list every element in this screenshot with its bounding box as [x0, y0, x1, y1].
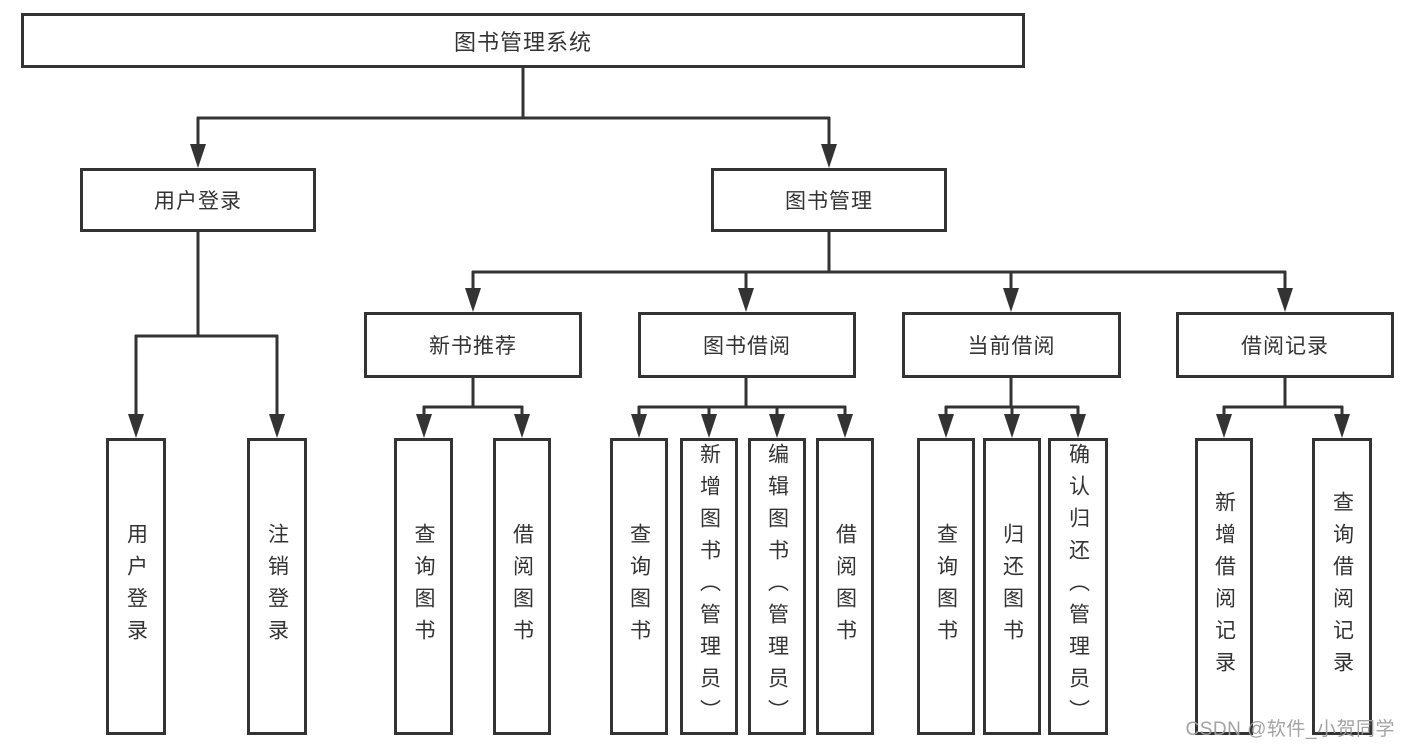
leaf-return-book-label: 归还图书 [1000, 522, 1024, 651]
node-user-login: 用户登录 [80, 168, 316, 232]
node-user-login-label: 用户登录 [154, 190, 242, 213]
leaf-add-borrow-record: 新增借阅记录 [1195, 438, 1253, 735]
leaf-query-book-recommend: 查询图书 [394, 438, 453, 735]
leaf-confirm-return-admin: 确认归还（管理员） [1048, 438, 1108, 735]
leaf-query-book-current-label: 查询图书 [934, 522, 958, 651]
node-book-borrow-label: 图书借阅 [703, 335, 791, 358]
node-book-management: 图书管理 [711, 168, 947, 232]
leaf-add-book-admin: 新增图书（管理员） [680, 438, 738, 735]
leaf-query-book-current: 查询图书 [917, 438, 975, 735]
leaf-edit-book-admin-label: 编辑图书（管理员） [765, 442, 789, 731]
node-current-borrow-label: 当前借阅 [967, 335, 1056, 358]
leaf-logout: 注销登录 [247, 438, 307, 735]
leaf-add-borrow-record-label: 新增借阅记录 [1212, 490, 1236, 683]
leaf-query-book-borrow: 查询图书 [610, 438, 668, 735]
node-book-borrow: 图书借阅 [638, 312, 856, 378]
leaf-borrow-book: 借阅图书 [816, 438, 874, 735]
leaf-query-book-borrow-label: 查询图书 [627, 522, 651, 651]
leaf-user-login: 用户登录 [106, 438, 166, 735]
node-root: 图书管理系统 [21, 13, 1025, 68]
leaf-borrow-book-recommend-label: 借阅图书 [510, 522, 534, 651]
node-current-borrow: 当前借阅 [902, 312, 1121, 378]
leaf-confirm-return-admin-label: 确认归还（管理员） [1066, 442, 1090, 731]
csdn-watermark: CSDN @软件_小贺同学 [1185, 719, 1395, 740]
leaf-edit-book-admin: 编辑图书（管理员） [748, 438, 806, 735]
leaf-add-book-admin-label: 新增图书（管理员） [697, 442, 721, 731]
leaf-return-book: 归还图书 [983, 438, 1041, 735]
leaf-user-login-label: 用户登录 [124, 522, 148, 651]
node-new-book-recommend-label: 新书推荐 [429, 335, 517, 358]
node-root-label: 图书管理系统 [453, 29, 592, 55]
node-borrow-record-label: 借阅记录 [1241, 335, 1329, 358]
node-borrow-record: 借阅记录 [1176, 312, 1394, 378]
leaf-query-book-recommend-label: 查询图书 [412, 522, 435, 651]
leaf-query-borrow-record-label: 查询借阅记录 [1330, 490, 1354, 683]
node-book-management-label: 图书管理 [785, 190, 873, 213]
node-new-book-recommend: 新书推荐 [364, 312, 582, 378]
leaf-query-borrow-record: 查询借阅记录 [1312, 438, 1372, 735]
leaf-borrow-book-recommend: 借阅图书 [493, 438, 551, 735]
leaf-borrow-book-label: 借阅图书 [833, 522, 857, 651]
leaf-logout-label: 注销登录 [265, 522, 289, 651]
